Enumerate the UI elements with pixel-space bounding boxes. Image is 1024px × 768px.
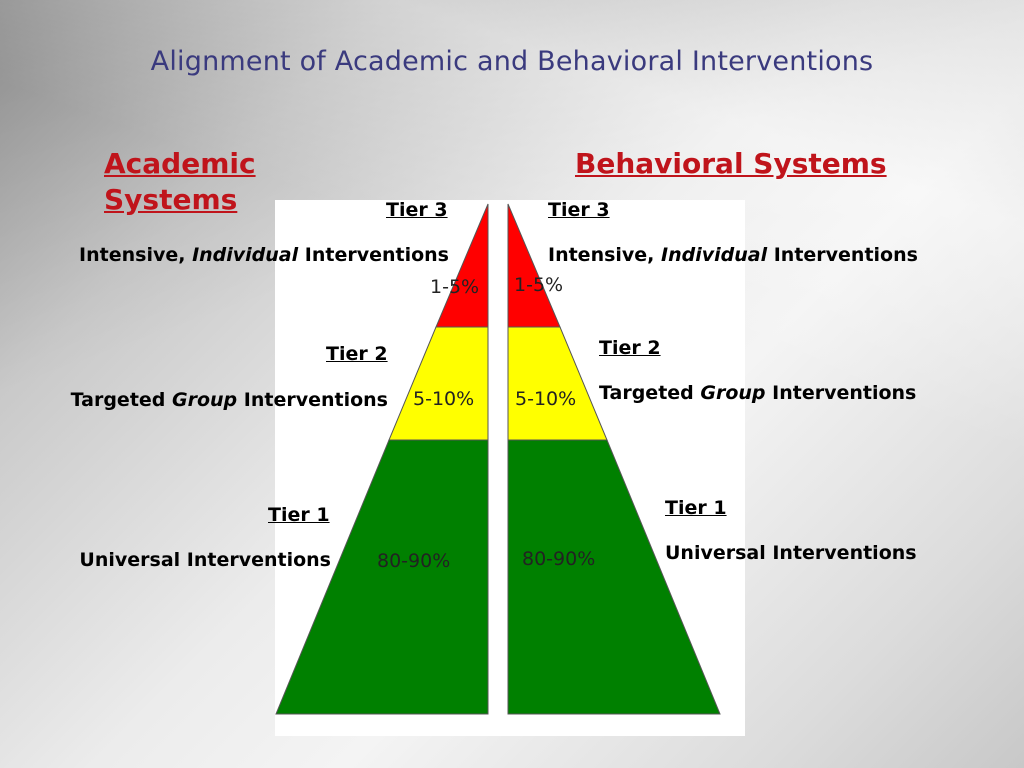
academic-tier2-label: Tier 2: [326, 343, 388, 365]
behavioral-tier3-percent: 1-5%: [514, 274, 564, 296]
academic-tier1-description: Universal Interventions: [79, 549, 331, 571]
academic-tier3-description: Intensive, Individual Interventions: [79, 244, 449, 266]
behavioral-tier2-description: Targeted Group Interventions: [599, 382, 917, 404]
behavioral-tier2-percent: 5-10%: [515, 388, 577, 410]
academic-tier3-percent: 1-5%: [430, 276, 480, 298]
behavioral-tier1-segment: [507, 439, 721, 715]
academic-tier2-description: Targeted Group Interventions: [70, 389, 388, 411]
behavioral-tier1-percent: 80-90%: [522, 548, 596, 570]
behavioral-tier3-label: Tier 3: [548, 199, 610, 221]
behavioral-tier1-description: Universal Interventions: [665, 542, 917, 564]
academic-tier1-label: Tier 1: [268, 504, 330, 526]
behavioral-tier1-label: Tier 1: [665, 497, 727, 519]
academic-tier3-label: Tier 3: [386, 199, 448, 221]
academic-tier1-percent: 80-90%: [377, 550, 451, 572]
academic-tier1-segment: [275, 439, 489, 715]
behavioral-tier2-label: Tier 2: [599, 337, 661, 359]
behavioral-tier2-segment: [507, 326, 608, 441]
academic-tier2-percent: 5-10%: [413, 388, 475, 410]
slide-title: Alignment of Academic and Behavioral Int…: [150, 46, 874, 77]
academic-heading: Academic Systems: [104, 147, 256, 216]
academic-tier2-segment: [388, 326, 489, 441]
behavioral-tier3-description: Intensive, Individual Interventions: [548, 244, 918, 266]
behavioral-heading: Behavioral Systems: [575, 147, 887, 180]
